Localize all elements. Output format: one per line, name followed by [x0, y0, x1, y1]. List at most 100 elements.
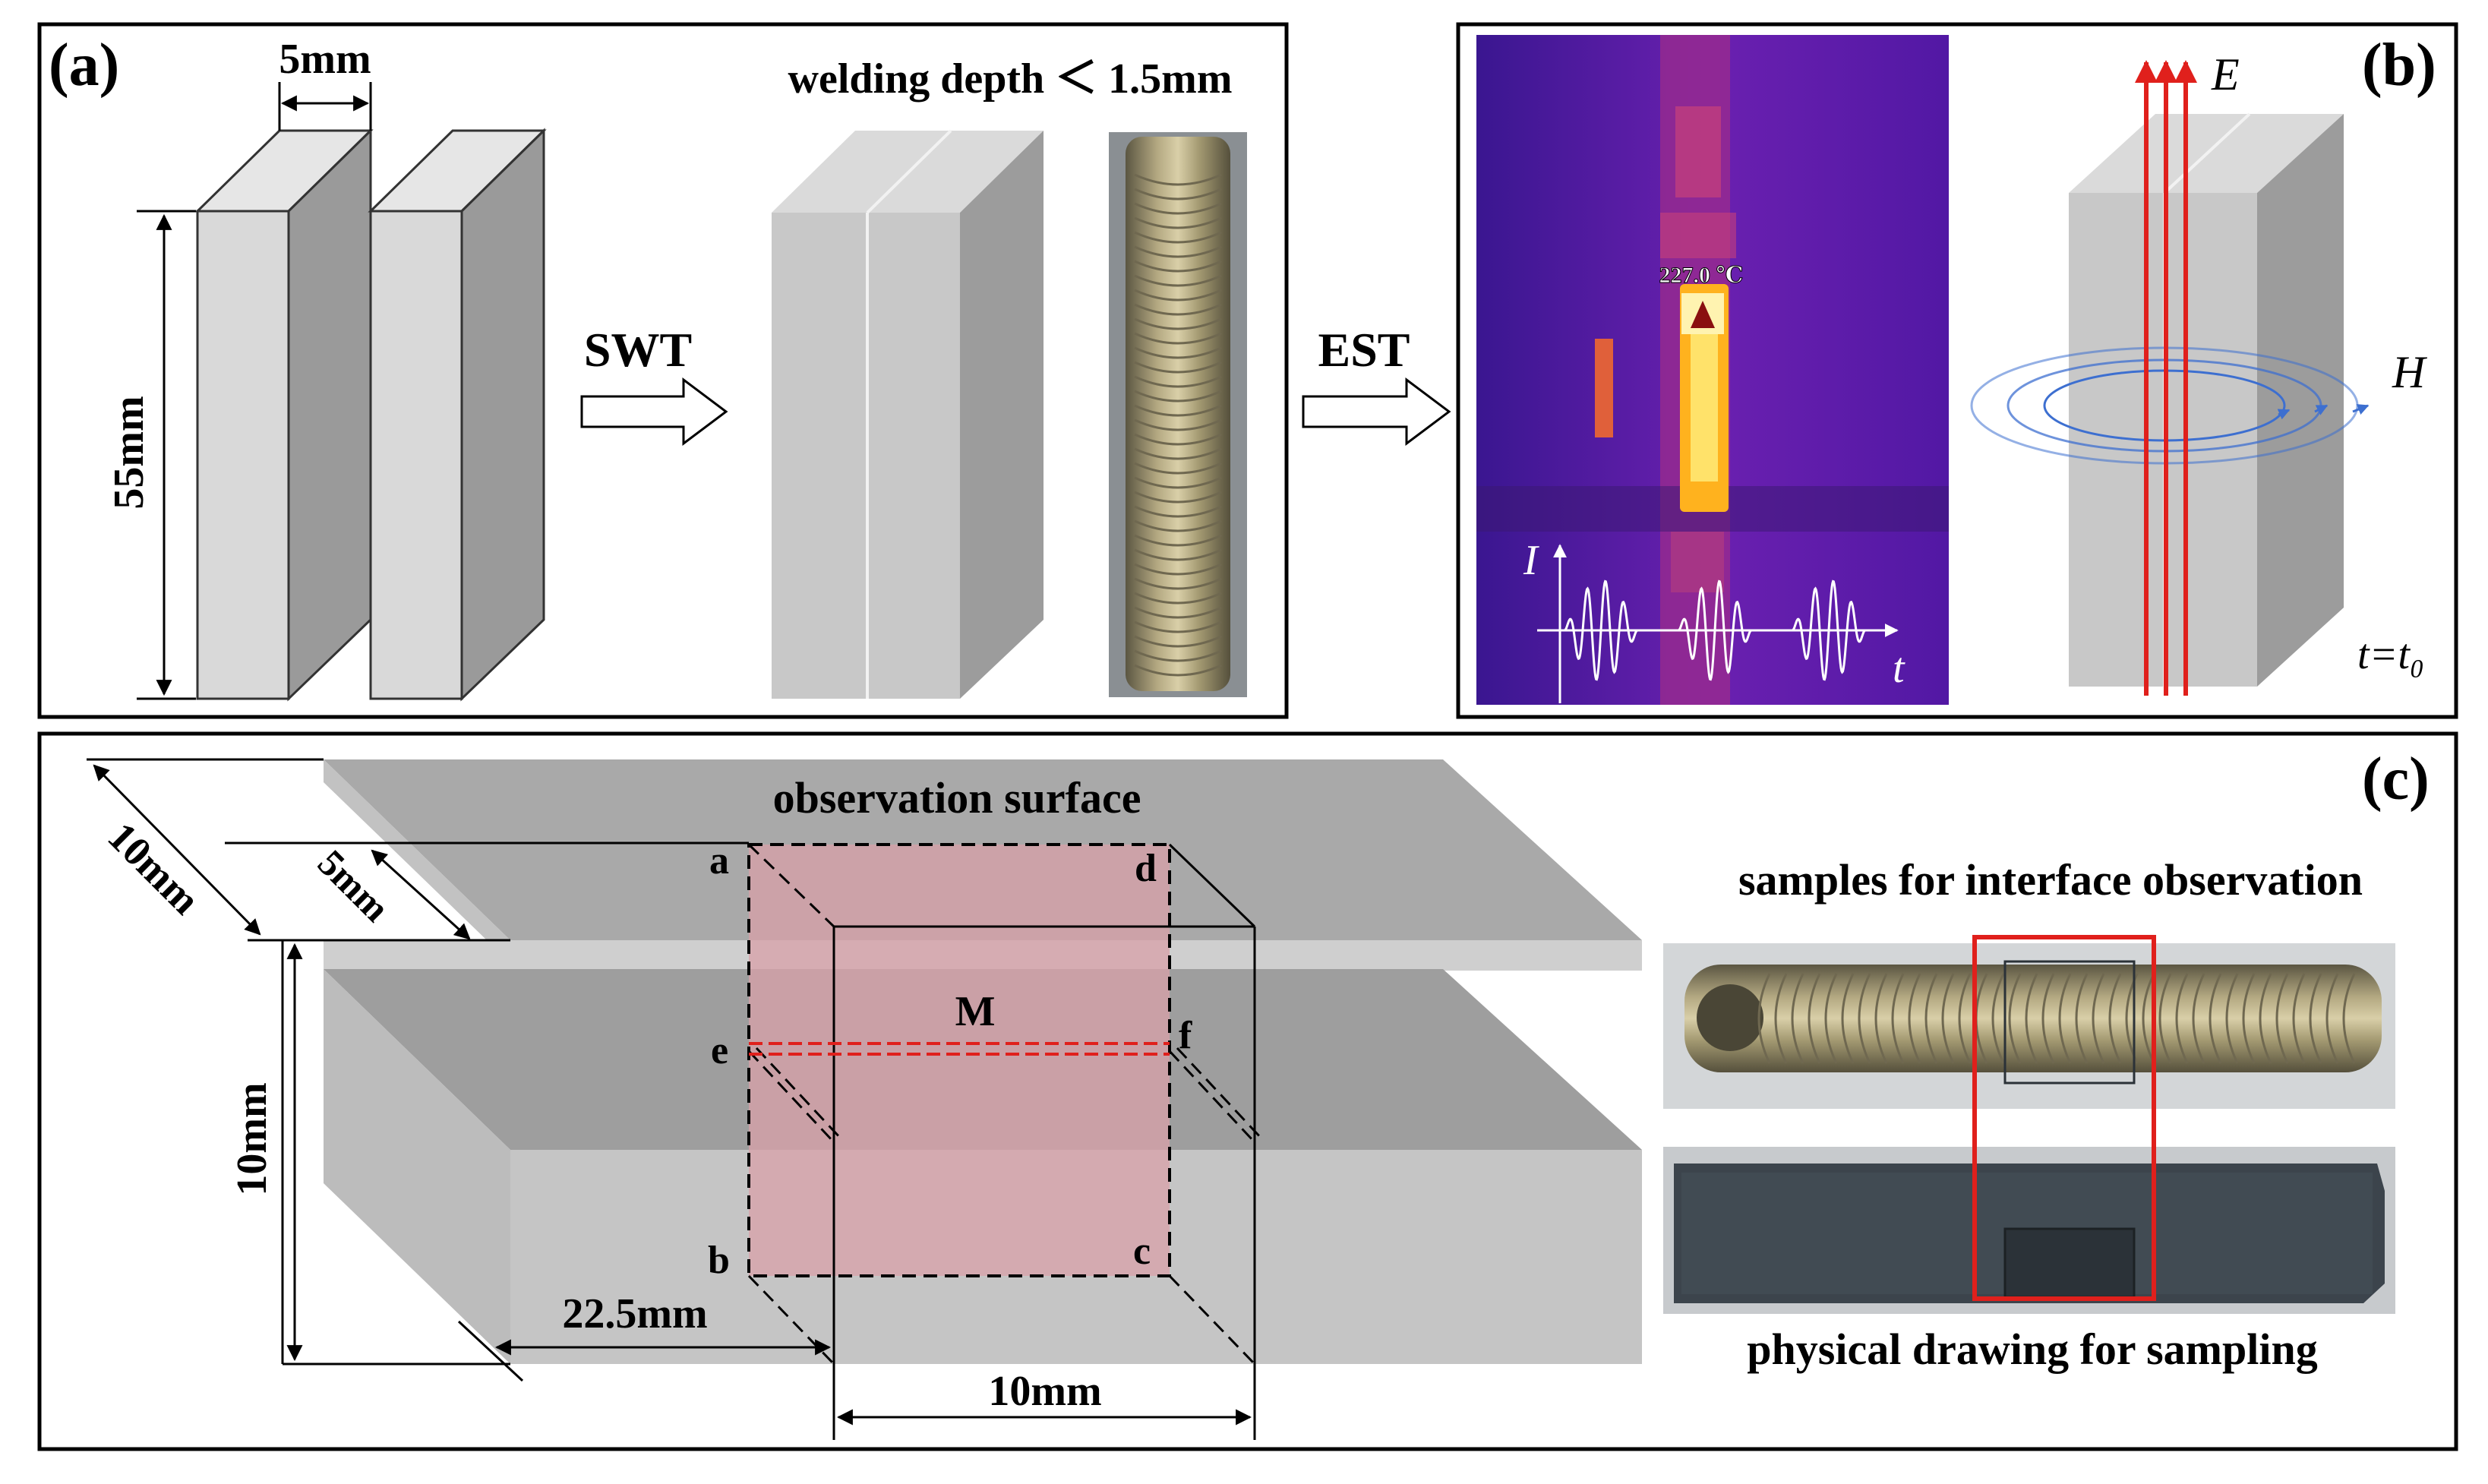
ripple: [1134, 202, 1222, 215]
ripple: [1134, 332, 1222, 345]
surface-title: observation surface: [773, 773, 1141, 823]
ripple: [2225, 973, 2239, 1064]
ripple: [2292, 973, 2306, 1064]
plate-right-side: [460, 128, 545, 702]
ripple: [1841, 973, 1855, 1064]
ripple: [1134, 505, 1222, 518]
electric-field-lines: [2135, 60, 2197, 696]
ripple: [2242, 973, 2256, 1064]
ripple: [1134, 577, 1222, 590]
ripple: [1774, 973, 1788, 1064]
ripple: [1134, 188, 1222, 200]
panel-a-label: (a): [49, 32, 119, 99]
corner-b: b: [708, 1239, 730, 1282]
swt-arrow: SWT: [580, 323, 728, 446]
ripple: [1134, 447, 1222, 460]
ripple: [1134, 635, 1222, 648]
welded-front-left: [772, 213, 866, 699]
dim-5mm: 5mm: [278, 36, 372, 131]
corner-d: d: [1135, 847, 1157, 890]
ripple: [1134, 534, 1222, 547]
welded-front-right: [869, 213, 960, 699]
ripple: [2025, 973, 2038, 1064]
dim-c-depth: 10mm: [99, 813, 209, 923]
ripple: [1134, 519, 1222, 532]
ripple: [1134, 303, 1222, 316]
ripple: [2275, 973, 2289, 1064]
ripple: [2309, 973, 2322, 1064]
dim-c-height: 10mm: [229, 1082, 276, 1195]
point-f: f: [1179, 1014, 1192, 1057]
depth-note: welding depth ＜ 1.5mm: [788, 55, 1233, 103]
ripple: [2108, 973, 2122, 1064]
pulse-burst-2: [1678, 579, 1752, 681]
dim-55mm: 55mm: [106, 210, 196, 700]
weld-ripples: [1134, 173, 1222, 677]
dim-5mm-label: 5mm: [279, 36, 371, 83]
thermal-image: 227.0 ℃ I t: [1476, 35, 1949, 705]
slab-lower-left: [324, 969, 510, 1364]
ripple: [2325, 973, 2339, 1064]
ripple: [1134, 563, 1222, 576]
ripple: [1134, 606, 1222, 619]
ripple: [1134, 433, 1222, 446]
ripple: [1991, 973, 2005, 1064]
sample-base-photo: [1663, 1147, 2395, 1314]
ripple: [1757, 973, 1771, 1064]
pulse-burst-3: [1792, 579, 1866, 681]
ripple: [1134, 260, 1222, 273]
sample-photos: samples for interface observation physic…: [1663, 855, 2395, 1374]
ripple: [1134, 476, 1222, 489]
em-field-schematic: E H t=t₀: [1970, 49, 2428, 696]
dim-55mm-label: 55mm: [106, 396, 153, 509]
est-arrow-shape: [1302, 377, 1451, 446]
swt-arrow-shape: [580, 377, 728, 446]
ripple: [1134, 231, 1222, 244]
weld-bead-photo: [1109, 132, 1247, 697]
time-axis-label: t: [1893, 645, 1905, 692]
ripple: [1134, 548, 1222, 561]
plate-left-side: [287, 128, 372, 702]
em-plate-side: [2257, 114, 2344, 687]
ripple: [2259, 973, 2272, 1064]
panel-b: (b) EST 227.0 ℃ I t: [1302, 22, 2458, 719]
ripple: [1924, 973, 1938, 1064]
time-condition: t=t₀: [2357, 631, 2424, 678]
ripple: [1941, 973, 1955, 1064]
ripple: [1134, 390, 1222, 403]
ripple: [1134, 491, 1222, 504]
ripple: [2192, 973, 2205, 1064]
section-face: [749, 845, 1170, 1276]
ripple: [2008, 973, 2022, 1064]
ripple: [2175, 973, 2189, 1064]
ripple: [1958, 973, 1972, 1064]
observation-section: observation surface a d b c e f M: [708, 773, 1264, 1366]
separate-plates: [194, 128, 547, 702]
ripple: [1134, 361, 1222, 374]
midline-label: M: [955, 988, 996, 1035]
ripple: [2209, 973, 2222, 1064]
panel-b-frame: [1456, 22, 2458, 719]
ripple: [2058, 973, 2072, 1064]
max-temp-marker: [1691, 301, 1715, 328]
est-label: EST: [1318, 323, 1410, 377]
h-field-label: H: [2392, 347, 2428, 397]
est-arrow: EST: [1302, 323, 1451, 446]
panel-a-frame: [37, 22, 1289, 719]
ripple: [1134, 404, 1222, 417]
ripple: [1134, 245, 1222, 258]
ripple: [1791, 973, 1804, 1064]
ripple: [1891, 973, 1905, 1064]
ripple: [2041, 973, 2055, 1064]
swt-label: SWT: [584, 323, 692, 377]
welded-side: [960, 131, 1044, 699]
e-field-label: E: [2211, 49, 2240, 99]
ripple: [2092, 973, 2105, 1064]
plate-left-front: [196, 210, 290, 700]
current-waveform: I t: [1523, 537, 1905, 703]
ripple: [1134, 173, 1222, 186]
plate-right-front: [369, 210, 463, 700]
ripple: [1134, 418, 1222, 431]
panel-c-label: (c): [2362, 746, 2430, 813]
dim-c-width: 10mm: [988, 1368, 1101, 1415]
